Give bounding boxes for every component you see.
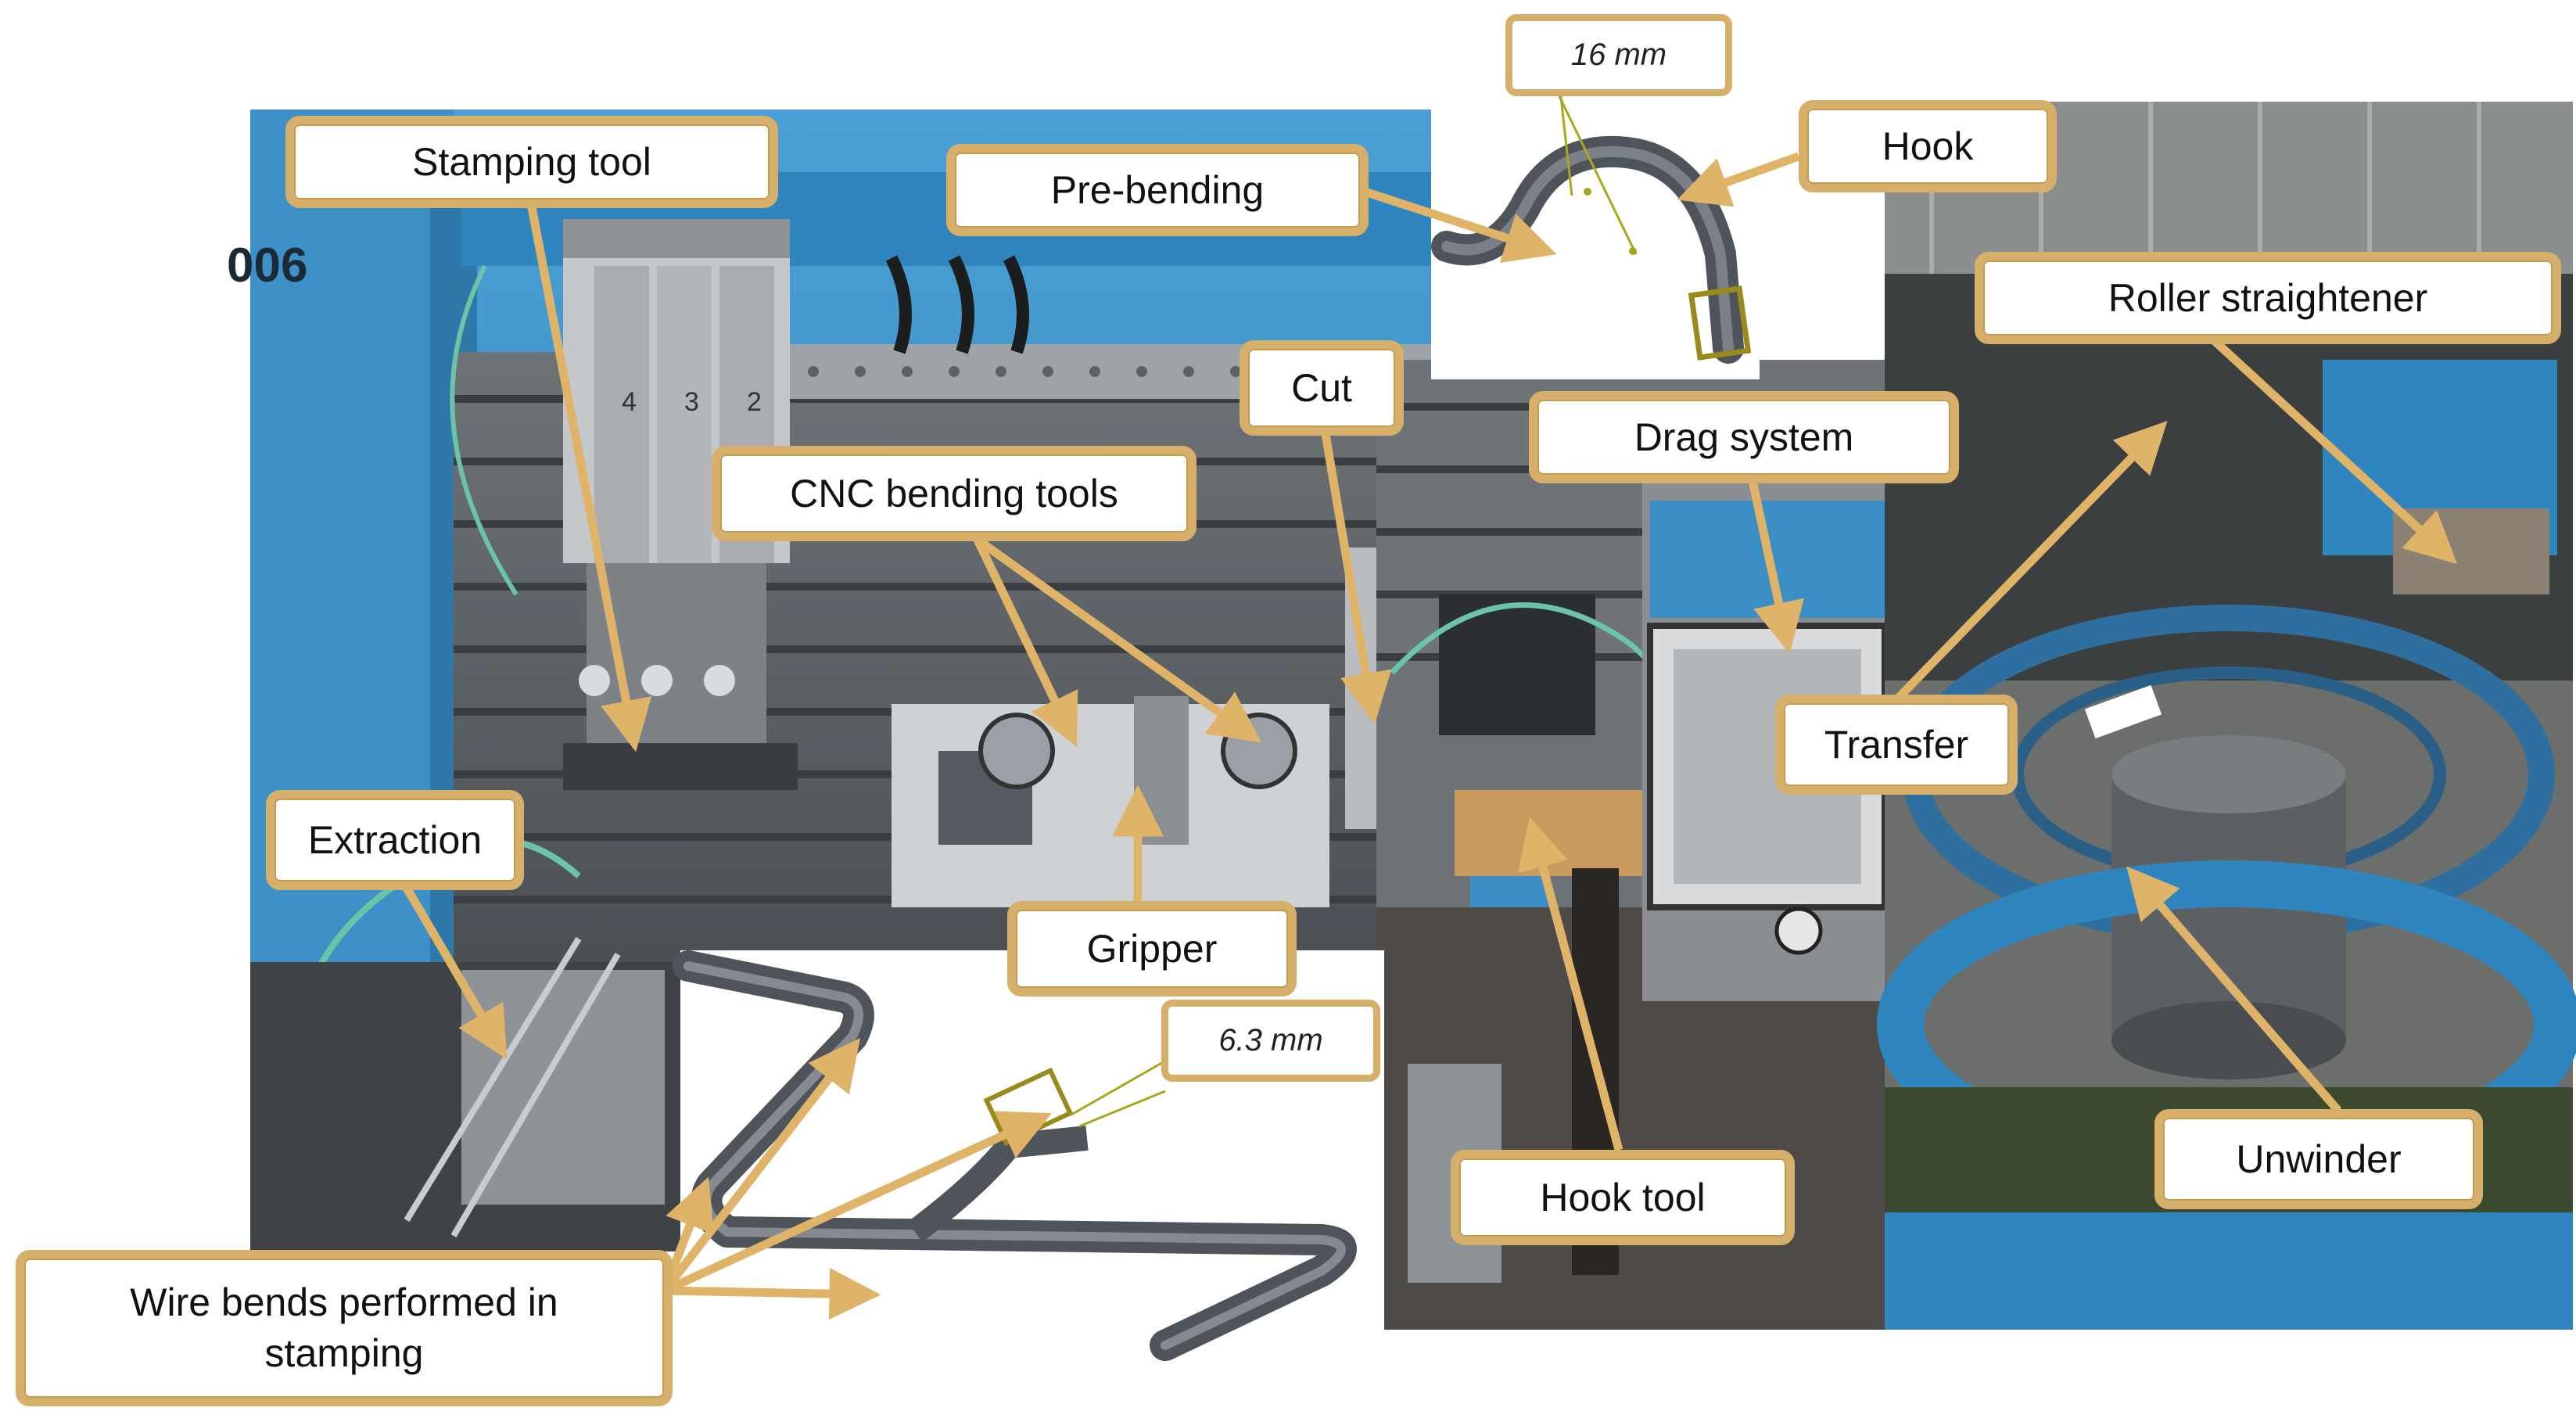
label-stamping-tool: Stamping tool (285, 116, 778, 208)
machine-number-plate: 006 (227, 239, 307, 293)
label-transfer: Transfer (1775, 695, 2018, 795)
arrow-cnc-left (974, 537, 1078, 747)
arrow-drag-system (1747, 476, 1804, 655)
label-cnc-bending-tools: CNC bending tools (712, 446, 1197, 541)
label-gripper: Gripper (1007, 901, 1297, 996)
arrow-transfer (1889, 421, 2168, 707)
arrow-hook-tool (1517, 817, 1623, 1151)
arrow-roller-straightener (2202, 329, 2458, 565)
arrow-cnc-right (974, 536, 1262, 743)
label-wire-bends: Wire bends performed in stamping (16, 1250, 673, 1406)
measurement-wire-width: 6.3 mm (1161, 1000, 1380, 1082)
label-drag-system: Drag system (1529, 391, 1959, 483)
label-hook: Hook (1799, 100, 2057, 192)
tool-number-2: 2 (747, 387, 762, 417)
tool-number-4: 4 (622, 387, 637, 417)
arrow-cut (1321, 433, 1392, 725)
label-hook-tool: Hook tool (1451, 1150, 1795, 1245)
arrow-bend-1 (661, 1037, 861, 1294)
arrow-bend-4 (664, 1268, 881, 1320)
arrow-pre-bending (1363, 187, 1557, 264)
tool-number-3: 3 (684, 387, 699, 417)
label-unwinder: Unwinder (2154, 1109, 2483, 1209)
label-cut: Cut (1240, 340, 1404, 436)
arrow-unwinder (2126, 866, 2342, 1114)
label-pre-bending: Pre-bending (946, 144, 1369, 236)
measurement-hook-width: 16 mm (1505, 14, 1732, 96)
arrow-stamping-tool (527, 206, 652, 752)
arrow-extraction (403, 885, 508, 1060)
label-extraction: Extraction (266, 790, 524, 890)
label-roller-straightener: Roller straightener (1975, 252, 2561, 344)
arrow-bend-3 (662, 1111, 1052, 1295)
arrow-hook (1677, 152, 1800, 207)
